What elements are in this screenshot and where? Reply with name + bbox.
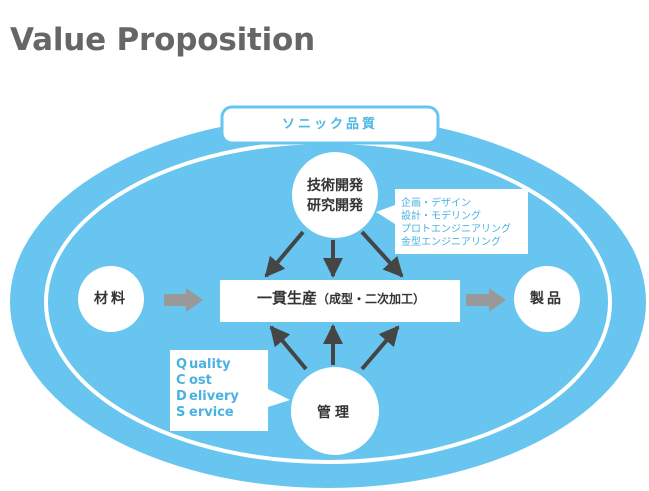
tech-item: 設計・モデリング xyxy=(401,211,481,222)
tech-label: 技術開発 研究開発 xyxy=(290,176,380,216)
integrated-main: 一貫生産 xyxy=(256,289,317,307)
tech-label-line1: 技術開発 xyxy=(307,178,363,194)
tech-label-line2: 研究開発 xyxy=(307,198,363,214)
integrated-production-box xyxy=(220,280,460,322)
management-circle xyxy=(291,367,379,455)
banner-box xyxy=(220,105,440,145)
material-arrow xyxy=(164,288,203,312)
qcds-rest: uality xyxy=(189,357,231,372)
tech-items-list: 企画・デザイン 設計・モデリング プロトエンジニアリング 金型エンジニアリング xyxy=(401,197,511,249)
integrated-production-label: 一貫生産（成型・二次加工） xyxy=(222,287,460,308)
qcds-letter: S xyxy=(176,405,186,420)
qcds-rest: ervice xyxy=(189,405,234,420)
management-label: 管理 xyxy=(317,405,353,421)
arrow-tech-right xyxy=(360,230,404,278)
material-circle xyxy=(78,266,144,332)
qcds-letter: D xyxy=(176,389,187,404)
qcds-rest: ost xyxy=(189,373,212,388)
tech-item: 企画・デザイン xyxy=(401,198,471,209)
integrated-sub: （成型・二次加工） xyxy=(317,292,426,306)
qcds-letter: Q xyxy=(176,357,188,372)
product-arrow xyxy=(466,288,506,312)
material-label: 材料 xyxy=(94,291,128,307)
page-title: Value Proposition xyxy=(10,22,316,58)
tech-item: 金型エンジニアリング xyxy=(401,237,501,248)
qcds-letter: C xyxy=(176,373,186,388)
arrow-mgmt-right xyxy=(360,325,400,371)
qcds-callout xyxy=(170,350,290,431)
banner-label: ソニック品質 xyxy=(281,117,378,132)
product-label: 製品 xyxy=(530,291,564,307)
arrow-tech-left xyxy=(264,230,305,278)
arrow-mgmt-left xyxy=(269,325,308,371)
qcds-rest: elivery xyxy=(189,389,239,404)
product-circle xyxy=(514,266,580,332)
tech-callout xyxy=(376,189,528,254)
tech-item: プロトエンジニアリング xyxy=(401,224,511,235)
tech-circle xyxy=(292,152,378,238)
